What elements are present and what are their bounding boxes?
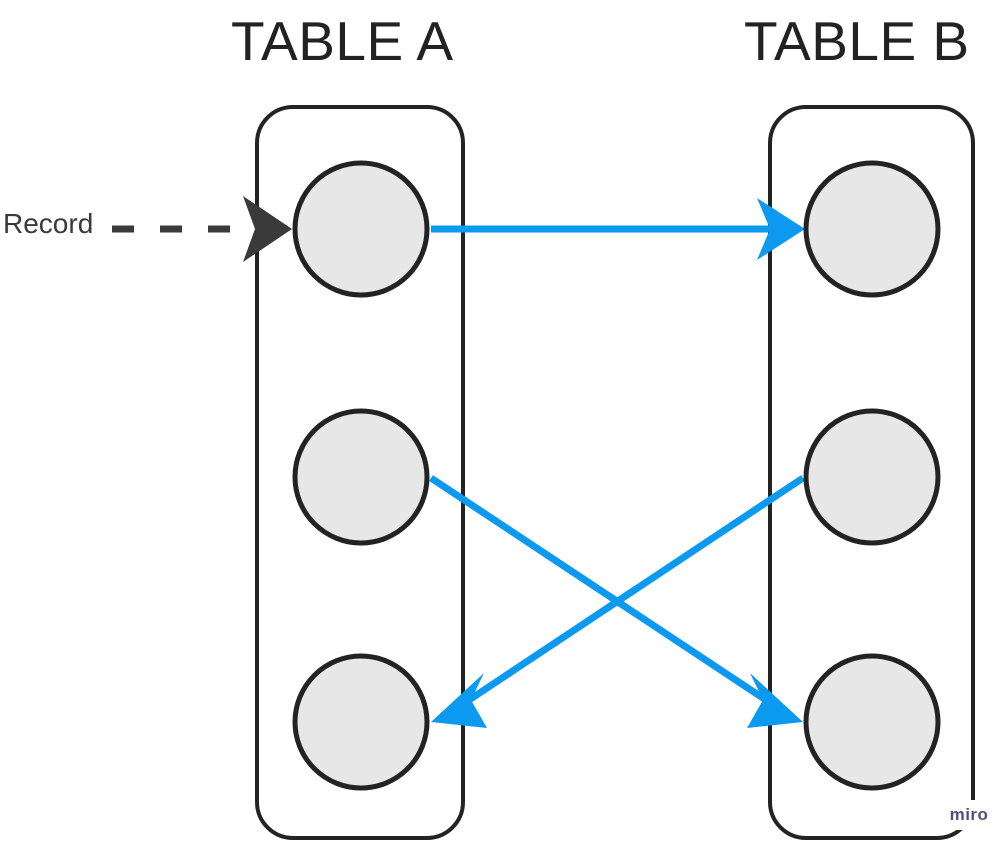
record-arrowhead-icon [243,196,292,262]
connector-record-to-a1[interactable] [112,196,292,262]
node-b3[interactable] [803,653,941,791]
a1-b1-arrowhead-icon [757,198,805,260]
connector-b2-to-a3[interactable] [431,475,805,728]
node-b2[interactable] [803,408,941,546]
a2-b3-line [429,475,780,711]
table-a-container[interactable] [255,105,465,840]
connector-a1-to-b1[interactable] [431,198,805,260]
node-b1[interactable] [803,160,941,298]
node-a3[interactable] [292,653,430,791]
table-a-title: TABLE A [231,10,454,72]
node-a2[interactable] [292,408,430,546]
table-b-title: TABLE B [744,10,970,72]
b2-a3-line [455,475,805,711]
b2-a3-arrowhead-icon [431,673,487,728]
miro-watermark: miro [940,800,998,830]
connector-a2-to-b3[interactable] [429,475,803,728]
a2-b3-arrowhead-icon [747,673,803,728]
record-label: Record [3,208,94,239]
node-a1[interactable] [292,160,430,298]
table-b-container[interactable] [768,105,975,840]
